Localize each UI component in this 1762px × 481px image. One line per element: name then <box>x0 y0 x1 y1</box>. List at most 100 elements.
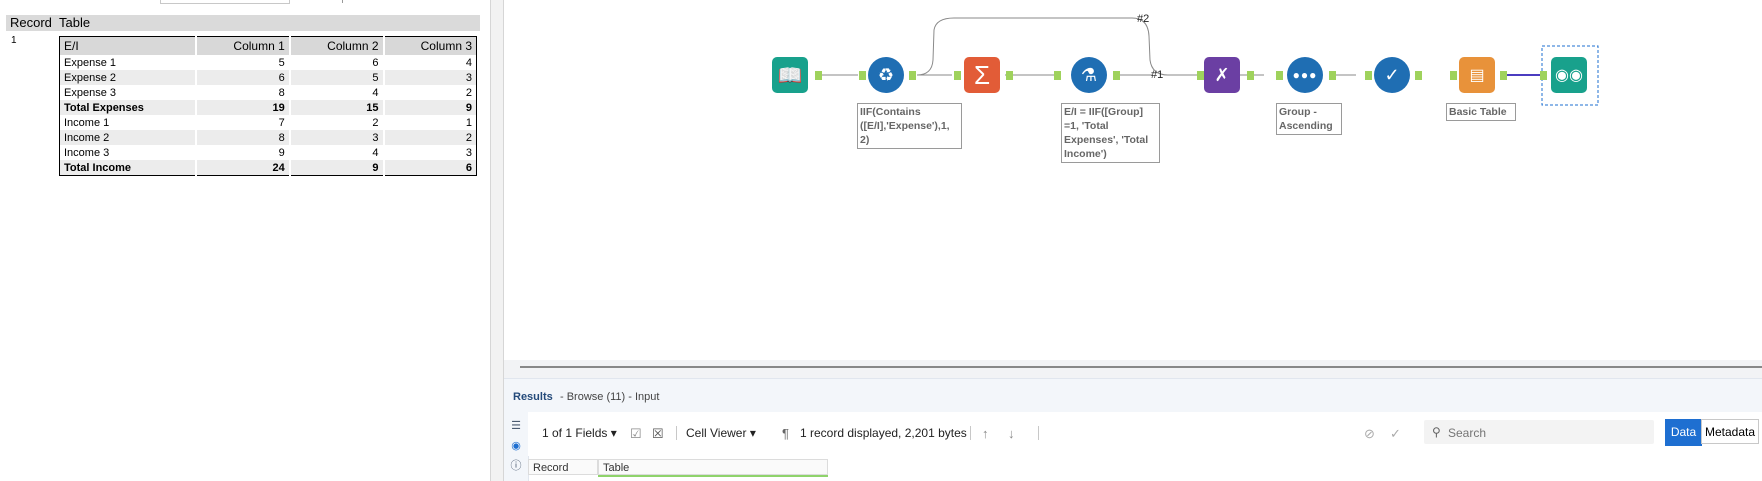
clear-icon[interactable]: ☒ <box>652 426 664 441</box>
anchor-in[interactable] <box>1365 71 1372 80</box>
annotation-formula-1[interactable]: IIF(Contains ([E/I],'Expense'),1, 2) <box>857 103 962 149</box>
binoculars-small-icon[interactable]: ◉ <box>511 440 521 452</box>
annotation-sort[interactable]: Group - Ascending <box>1276 103 1342 135</box>
anchor-in[interactable] <box>1197 71 1204 80</box>
anchor-in[interactable] <box>1276 71 1283 80</box>
table-cell: 5 <box>196 55 291 70</box>
arrow-down-icon[interactable]: ↓ <box>1008 426 1015 441</box>
chevron-down-icon: ▾ <box>610 426 617 440</box>
inner-table-header: Column 2 <box>289 36 385 55</box>
connection-label-top: #2 <box>1137 13 1150 25</box>
anchor-out[interactable] <box>909 71 916 80</box>
binoculars-icon: ◉◉ <box>1555 67 1583 84</box>
basic-table-tool[interactable]: ▤ <box>1459 57 1495 93</box>
anchor-out[interactable] <box>1415 71 1422 80</box>
table-cell: 3 <box>383 70 477 85</box>
help-icon[interactable]: ⓘ <box>510 460 522 472</box>
grid-header-record[interactable]: Record <box>528 459 598 475</box>
toolbar-separator <box>970 426 971 440</box>
table-cell: 8 <box>196 130 291 145</box>
anchor-in[interactable] <box>954 71 961 80</box>
anchor-out[interactable] <box>1113 71 1120 80</box>
anchor-in[interactable] <box>1450 71 1457 80</box>
workflow-canvas[interactable]: 📖 ♻ Σ ⚗ ✗ ●●● ✓ ▤ ◉◉ #2 #1 IIF(Contains … <box>504 0 1762 360</box>
select-tool[interactable]: ✓ <box>1374 57 1410 93</box>
vertical-splitter[interactable] <box>490 0 504 481</box>
anchor-in[interactable] <box>1540 71 1547 80</box>
table-cell: 1 <box>465 116 472 129</box>
summarize-tool[interactable]: Σ <box>964 57 1000 93</box>
results-grid: Record Table <box>528 456 828 481</box>
table-cell: 9 <box>289 160 385 176</box>
inner-table-header: E/I <box>59 36 198 55</box>
anchor-out[interactable] <box>815 71 822 80</box>
metadata-tab-button[interactable]: Metadata <box>1701 419 1759 444</box>
inner-table-header: Column 1 <box>196 36 291 55</box>
search-input[interactable] <box>1446 423 1650 443</box>
search-box[interactable]: ⚲ <box>1424 420 1654 444</box>
list-icon[interactable]: ☰ <box>511 420 521 432</box>
check-icon: ✓ <box>1384 64 1400 85</box>
header-table[interactable]: Table <box>59 15 91 30</box>
table-cell: 8 <box>196 85 291 100</box>
input-data-tool[interactable]: 📖 <box>772 57 808 93</box>
table-cell: 3 <box>465 146 472 159</box>
annotation-basic-table[interactable]: Basic Table <box>1446 103 1516 121</box>
formula-tool-1[interactable]: ♻ <box>868 57 904 93</box>
anchor-in[interactable] <box>1054 71 1061 80</box>
data-tab-button[interactable]: Data <box>1665 419 1702 446</box>
formula-tool-2[interactable]: ⚗ <box>1071 57 1107 93</box>
table-cell: Total Expenses <box>59 100 198 115</box>
pilcrow-icon[interactable]: ¶ <box>782 426 789 441</box>
results-side-toolbar: ☰ ◉ ⓘ <box>504 412 529 481</box>
table-cell: Income 3 <box>59 145 198 160</box>
anchor-out[interactable] <box>1247 71 1254 80</box>
dots-icon: ●●● <box>1292 68 1318 82</box>
table-cell: Income 2 <box>59 130 198 145</box>
grid-header-table[interactable]: Table <box>598 459 828 475</box>
sort-tool[interactable]: ●●● <box>1287 57 1323 93</box>
results-header: Results - Browse (11) - Input <box>504 378 1762 413</box>
table-cell: 2 <box>383 130 477 145</box>
dna-icon: ✗ <box>1214 64 1230 85</box>
table-cell: 6 <box>196 70 291 85</box>
record-info: 1 record displayed, 2,201 bytes <box>800 426 967 440</box>
table-cell: 4 <box>465 56 472 69</box>
table-cell: 6 <box>383 160 477 176</box>
table-cell: 9 <box>196 145 291 160</box>
table-cell: Expense 2 <box>59 70 198 85</box>
anchor-out[interactable] <box>1500 71 1507 80</box>
results-subtitle: - Browse (11) - Input <box>560 391 660 403</box>
apply-check-icon[interactable]: ✓ <box>1390 426 1401 441</box>
union-tool[interactable]: ✗ <box>1204 57 1240 93</box>
connection-wires <box>822 17 1599 106</box>
cell-viewer-label: Cell Viewer <box>686 426 747 440</box>
table-icon: ▤ <box>1469 67 1485 84</box>
anchor-out[interactable] <box>1006 71 1013 80</box>
table-cell: Total Income <box>59 160 198 176</box>
annotation-formula-2[interactable]: E/I = IIF([Group] =1, 'Total Expenses', … <box>1061 103 1160 163</box>
arrow-up-icon[interactable]: ↑ <box>982 426 989 441</box>
table-cell: 15 <box>289 100 385 115</box>
horizontal-splitter[interactable] <box>504 360 1762 378</box>
search-icon: ⚲ <box>1432 425 1441 439</box>
fields-dropdown[interactable]: 1 of 1 Fields ▾ <box>542 426 617 440</box>
header-record[interactable]: Record <box>10 15 52 30</box>
row-selection-indicator <box>598 475 828 477</box>
results-title: Results <box>513 391 553 403</box>
table-cell: 2 <box>465 86 472 99</box>
cell-viewer-dropdown[interactable]: Cell Viewer ▾ <box>686 426 756 440</box>
checkbox-icon[interactable]: ☑ <box>630 426 642 441</box>
browse-tool[interactable]: ◉◉ <box>1551 57 1587 93</box>
table-cell: 7 <box>196 115 291 130</box>
table-cell: 6 <box>289 55 385 70</box>
anchor-out[interactable] <box>1329 71 1336 80</box>
left-top-field[interactable] <box>160 0 290 4</box>
anchor-in[interactable] <box>859 71 866 80</box>
cancel-icon[interactable]: ⊘ <box>1364 426 1375 441</box>
flask-icon: ⚗ <box>1080 64 1098 85</box>
